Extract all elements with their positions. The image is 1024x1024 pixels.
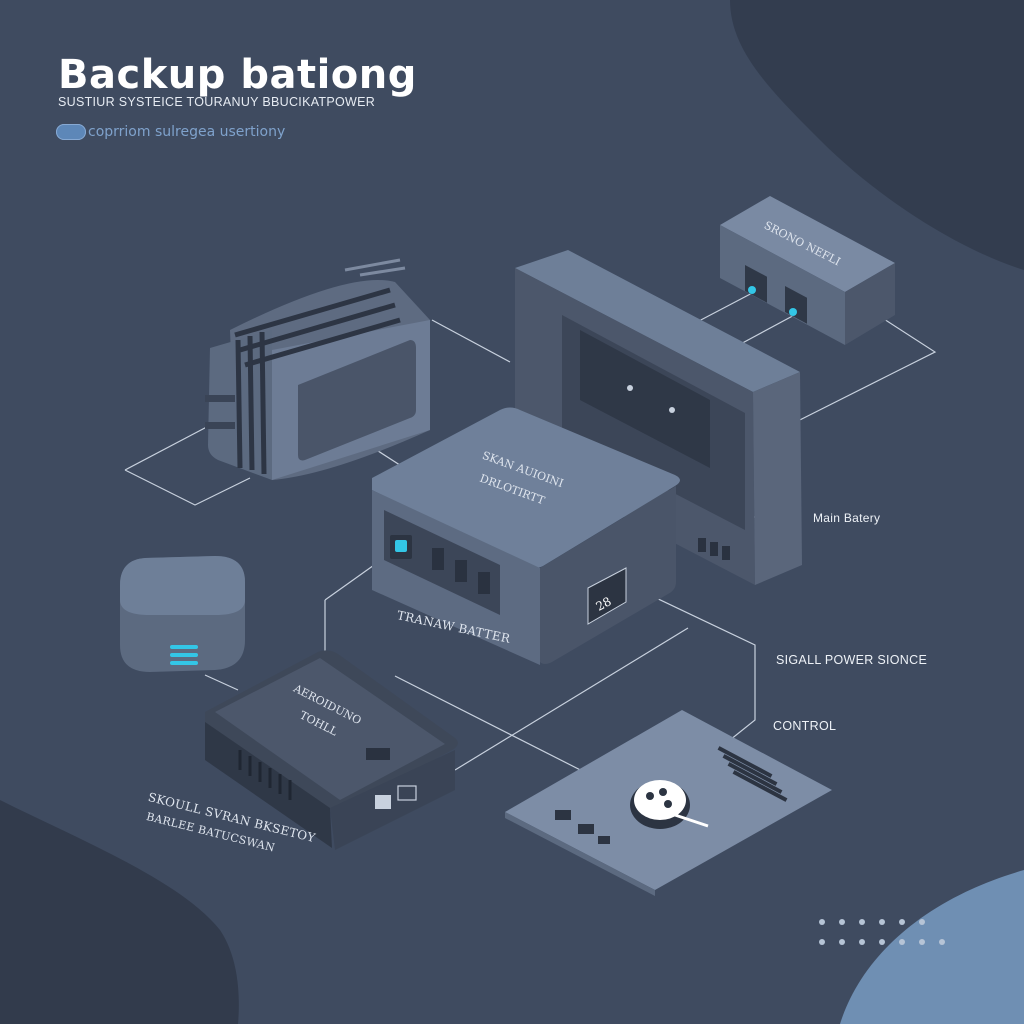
pill-label: coprriom sulregea usertiony: [88, 124, 286, 140]
page-subtitle: SUSTIUR SYSTEICE TOURANUY BBUCIKATPOWER: [58, 95, 376, 109]
label-main-battery: Main Batery: [813, 511, 881, 525]
bg-shape-bottom-left: [0, 800, 239, 1024]
main-battery-cabinet: [515, 250, 802, 585]
page-title: Backup bationg: [58, 52, 417, 98]
bg-shape-top-right: [730, 0, 1024, 270]
control-panel: [505, 710, 832, 896]
label-control: CONTROL: [773, 719, 837, 733]
small-battery-cube: [120, 556, 245, 672]
subtitle-pill-row: coprriom sulregea usertiony: [56, 124, 285, 140]
transformer-unit: [205, 258, 430, 480]
bg-shape-bottom-right: [840, 870, 1024, 1024]
signal-module: [720, 196, 895, 345]
backup-battery-box: [205, 650, 458, 850]
toggle-pill[interactable]: [56, 124, 86, 140]
central-controller-unit: [372, 407, 680, 665]
label-signal-power: SIGALL POWER SIONCE: [776, 653, 928, 667]
decorative-dot-grid: [819, 919, 945, 945]
circle-dots-icon[interactable]: [630, 780, 709, 829]
